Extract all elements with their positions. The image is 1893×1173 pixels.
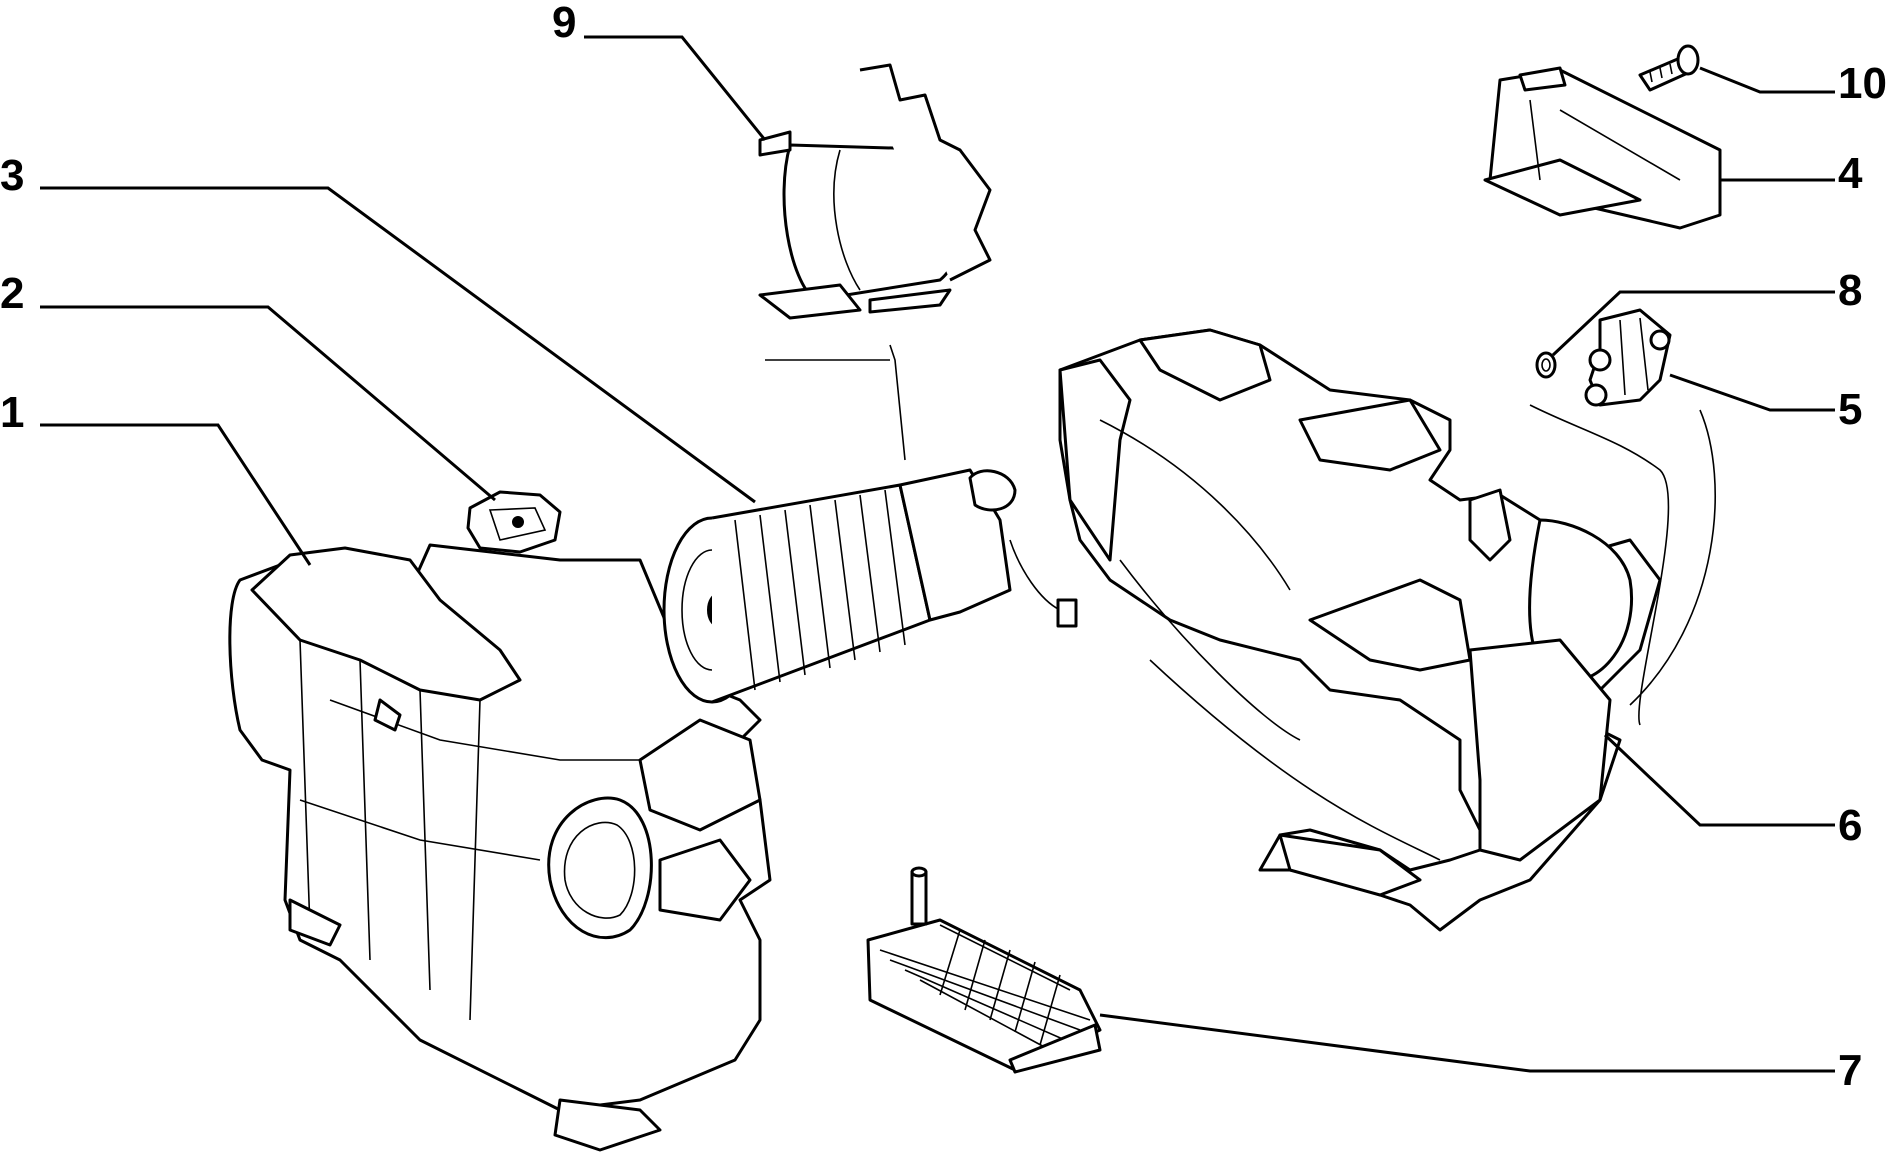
callout-4: 4 xyxy=(1838,149,1863,198)
callout-7: 7 xyxy=(1838,1046,1862,1095)
part-9-fan-shroud xyxy=(758,63,992,461)
callout-9: 9 xyxy=(552,0,576,47)
leader-2 xyxy=(40,305,496,502)
part-10-screw xyxy=(1638,44,1700,92)
part-3-blower-fan xyxy=(662,468,1078,704)
leader-1 xyxy=(40,423,312,566)
callout-10: 10 xyxy=(1838,59,1887,108)
part-5-resistor xyxy=(1529,308,1716,726)
callout-6: 6 xyxy=(1838,801,1862,850)
leader-9 xyxy=(584,35,767,141)
leader-5 xyxy=(1669,373,1835,412)
leader-8 xyxy=(1551,290,1835,357)
callout-1: 1 xyxy=(0,388,24,437)
part-4-bracket xyxy=(1483,66,1722,230)
part-8-washer xyxy=(1535,351,1557,379)
callout-labels: 9 3 2 1 10 4 8 5 6 7 xyxy=(0,0,1887,1095)
part-6-duct-housing xyxy=(1058,328,1662,932)
part-1-heater-housing xyxy=(228,543,772,1152)
callout-8: 8 xyxy=(1838,266,1862,315)
leader-3 xyxy=(40,186,756,504)
leader-10 xyxy=(1699,66,1835,94)
leader-6 xyxy=(1603,733,1835,827)
leader-7 xyxy=(1099,1013,1835,1073)
part-7-heater-core xyxy=(866,866,1102,1074)
callout-5: 5 xyxy=(1838,385,1862,434)
callout-3: 3 xyxy=(0,151,24,200)
leader-lines xyxy=(40,35,1835,1073)
part-2-connector xyxy=(466,490,562,554)
callout-2: 2 xyxy=(0,269,24,318)
